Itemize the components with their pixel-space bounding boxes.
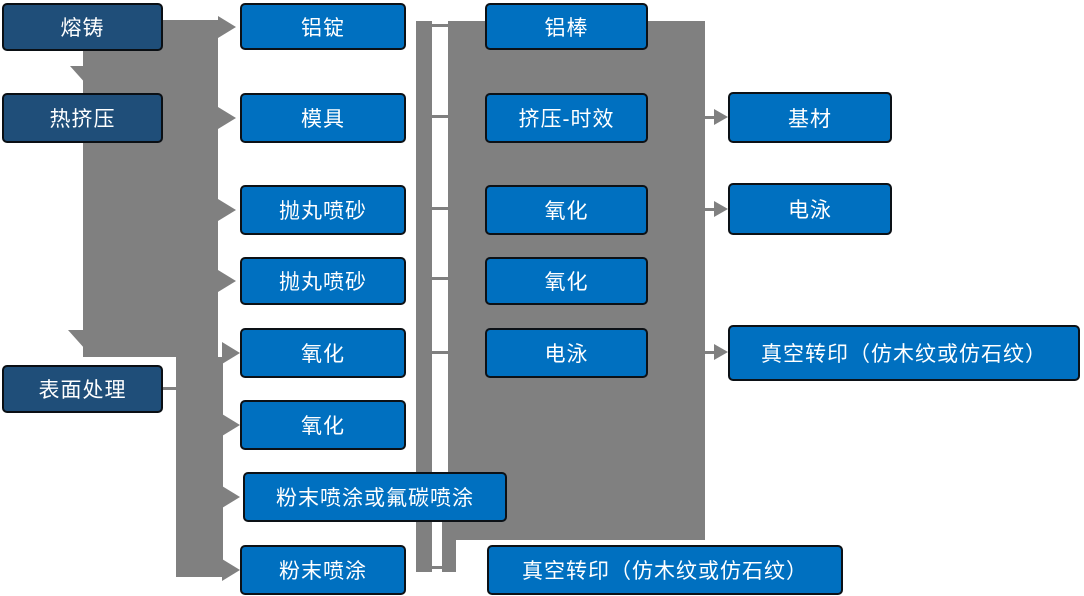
connector-line	[430, 566, 456, 569]
node-powder-or-fluorocarbon-coating: 粉末喷涂或氟碳喷涂	[243, 472, 507, 522]
connector-line	[430, 351, 450, 354]
node-aluminum-ingot: 铝锭	[240, 3, 406, 50]
node-shot-blasting-2: 抛丸喷砂	[240, 257, 406, 305]
node-mold: 模具	[240, 93, 406, 143]
arrow-right-icon	[222, 414, 240, 436]
arrow-right-icon	[218, 199, 236, 221]
arrow-down-icon	[70, 66, 104, 85]
node-oxidation-1: 氧化	[240, 328, 406, 378]
arrow-right-icon	[222, 559, 240, 581]
connector-line	[700, 208, 716, 211]
node-oxidation-4: 氧化	[485, 257, 648, 305]
node-vacuum-transfer-print-2: 真空转印（仿木纹或仿石纹）	[487, 545, 843, 595]
arrow-right-icon	[714, 109, 728, 125]
node-electrophoresis-2: 电泳	[728, 183, 892, 235]
arrow-right-icon	[714, 201, 728, 217]
arrow-right-icon	[222, 342, 240, 364]
arrow-right-icon	[218, 16, 236, 38]
connector-band-lower-left	[176, 357, 223, 577]
connector-rail-middle	[416, 21, 432, 572]
connector-line	[700, 351, 716, 354]
node-extrusion-aging: 挤压-时效	[485, 93, 648, 143]
node-powder-coating: 粉末喷涂	[240, 545, 406, 595]
node-aluminum-rod: 铝棒	[485, 3, 648, 50]
node-shot-blasting-1: 抛丸喷砂	[240, 185, 406, 235]
connector-line	[430, 277, 450, 280]
connector-line	[161, 387, 177, 390]
node-melting-casting: 熔铸	[2, 3, 163, 51]
connector-line	[700, 116, 716, 119]
arrow-right-icon	[714, 344, 728, 360]
connector-line	[430, 207, 450, 210]
node-surface-treatment: 表面处理	[2, 365, 163, 413]
connector-band-upper-left	[83, 20, 218, 357]
node-oxidation-2: 氧化	[240, 400, 406, 450]
arrow-down-icon	[68, 330, 102, 349]
connector-line	[430, 24, 450, 27]
node-hot-extrusion: 热挤压	[2, 93, 163, 143]
arrow-right-icon	[218, 270, 236, 292]
node-electrophoresis-1: 电泳	[485, 328, 648, 378]
connector-line	[430, 115, 450, 118]
node-oxidation-3: 氧化	[485, 185, 648, 235]
node-base-material: 基材	[728, 92, 892, 143]
arrow-right-icon	[222, 486, 240, 508]
arrow-right-icon	[218, 107, 236, 129]
node-vacuum-transfer-print-1: 真空转印（仿木纹或仿石纹）	[728, 325, 1080, 381]
